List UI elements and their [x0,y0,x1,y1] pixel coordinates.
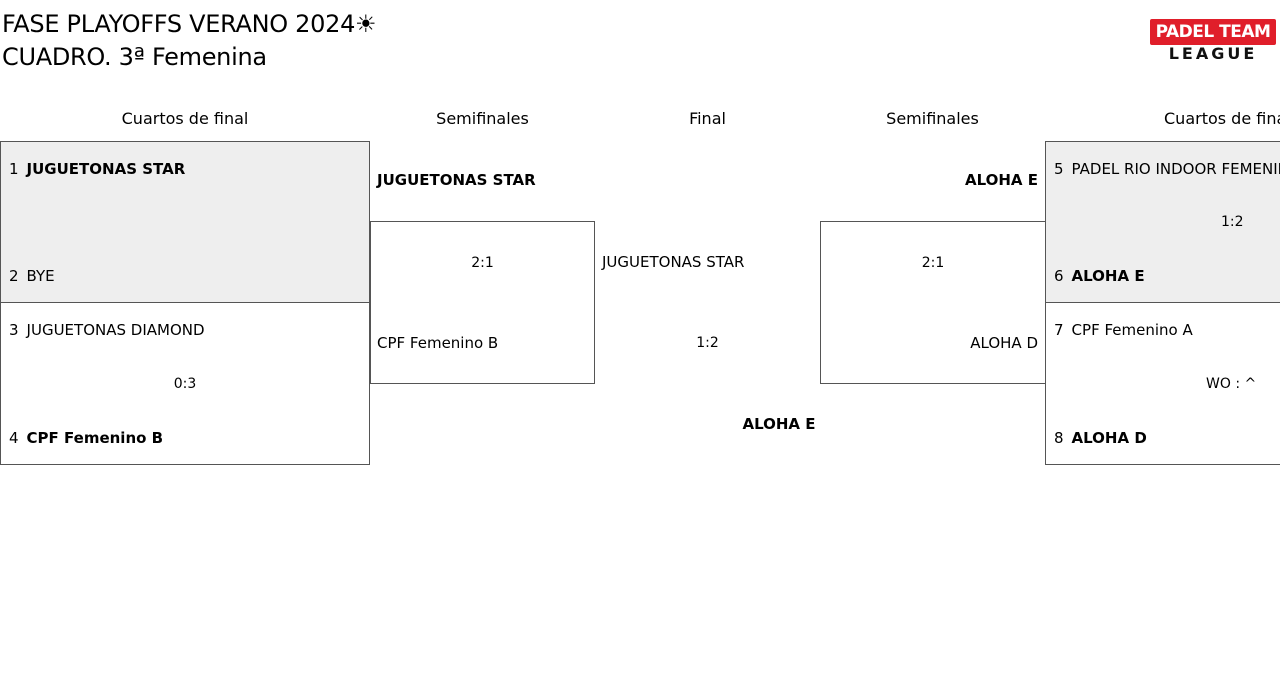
team-name: BYE [26,267,55,285]
page-subtitle: CUADRO. 3ª Femenina [2,43,267,71]
seed-number: 2 [9,267,19,285]
team-slot[interactable]: 4 CPF Femenino B [9,428,163,448]
round-header-final: Final [689,109,726,128]
team-slot[interactable]: 8 ALOHA D [1054,428,1147,448]
logo-top-text: PADEL TEAM [1150,19,1276,45]
seed-number: 7 [1054,321,1064,339]
right-semifinal-team-2[interactable]: ALOHA D [970,334,1038,352]
left-quarterfinal-match-2[interactable]: 3 JUGUETONAS DIAMOND 0:3 4 CPF Femenino B [0,302,370,465]
round-header-left-quarters: Cuartos de final [121,109,249,128]
team-slot[interactable]: 5 PADEL RIO INDOOR FEMENINO [1054,159,1280,179]
seed-number: 6 [1054,267,1064,285]
team-name: JUGUETONAS STAR [26,160,186,178]
team-name: CPF Femenino A [1071,321,1193,339]
team-slot[interactable]: 2 BYE [9,266,55,286]
match-score: WO : ^ [1206,376,1257,392]
seed-number: 5 [1054,160,1064,178]
team-name: PADEL RIO INDOOR FEMENINO [1071,160,1280,178]
left-semifinal-team-1[interactable]: JUGUETONAS STAR [377,171,536,189]
final-score: 1:2 [696,335,719,351]
team-slot[interactable]: 6 ALOHA E [1054,266,1145,286]
team-slot[interactable]: 3 JUGUETONAS DIAMOND [9,320,205,340]
match-score: 0:3 [173,376,197,392]
team-name: ALOHA D [1071,429,1147,447]
right-quarterfinal-match-2[interactable]: 7 CPF Femenino A WO : ^ 8 ALOHA D [1045,302,1280,465]
final-winner[interactable]: ALOHA E [742,415,816,433]
team-slot[interactable]: 7 CPF Femenino A [1054,320,1193,340]
match-score: 2:1 [471,255,494,271]
round-header-right-semis: Semifinales [886,109,979,128]
round-header-right-quarters: Cuartos de final [1164,109,1280,128]
team-name: ALOHA E [1071,267,1145,285]
padel-team-league-logo: PADEL TEAM LEAGUE [1150,19,1276,62]
seed-number: 1 [9,160,19,178]
team-name: CPF Femenino B [26,429,164,447]
round-header-left-semis: Semifinales [436,109,529,128]
seed-number: 3 [9,321,19,339]
seed-number: 8 [1054,429,1064,447]
right-quarterfinal-match-1[interactable]: 5 PADEL RIO INDOOR FEMENINO 1:2 6 ALOHA E [1045,141,1280,303]
seed-number: 4 [9,429,19,447]
match-score: 2:1 [921,255,945,271]
left-semifinal-team-2[interactable]: CPF Femenino B [377,334,499,352]
final-team-1[interactable]: JUGUETONAS STAR [602,253,745,271]
left-quarterfinal-match-1[interactable]: 1 JUGUETONAS STAR 2 BYE [0,141,370,303]
left-semifinal-bracket: 2:1 CPF Femenino B [370,221,595,384]
team-name: JUGUETONAS DIAMOND [26,321,205,339]
logo-bottom-text: LEAGUE [1168,44,1258,63]
right-semifinal-team-1[interactable]: ALOHA E [964,171,1038,189]
page-title: FASE PLAYOFFS VERANO 2024☀ [2,10,377,38]
team-slot[interactable]: 1 JUGUETONAS STAR [9,159,185,179]
match-score: 1:2 [1221,214,1244,230]
right-semifinal-bracket: 2:1 ALOHA D [820,221,1046,384]
